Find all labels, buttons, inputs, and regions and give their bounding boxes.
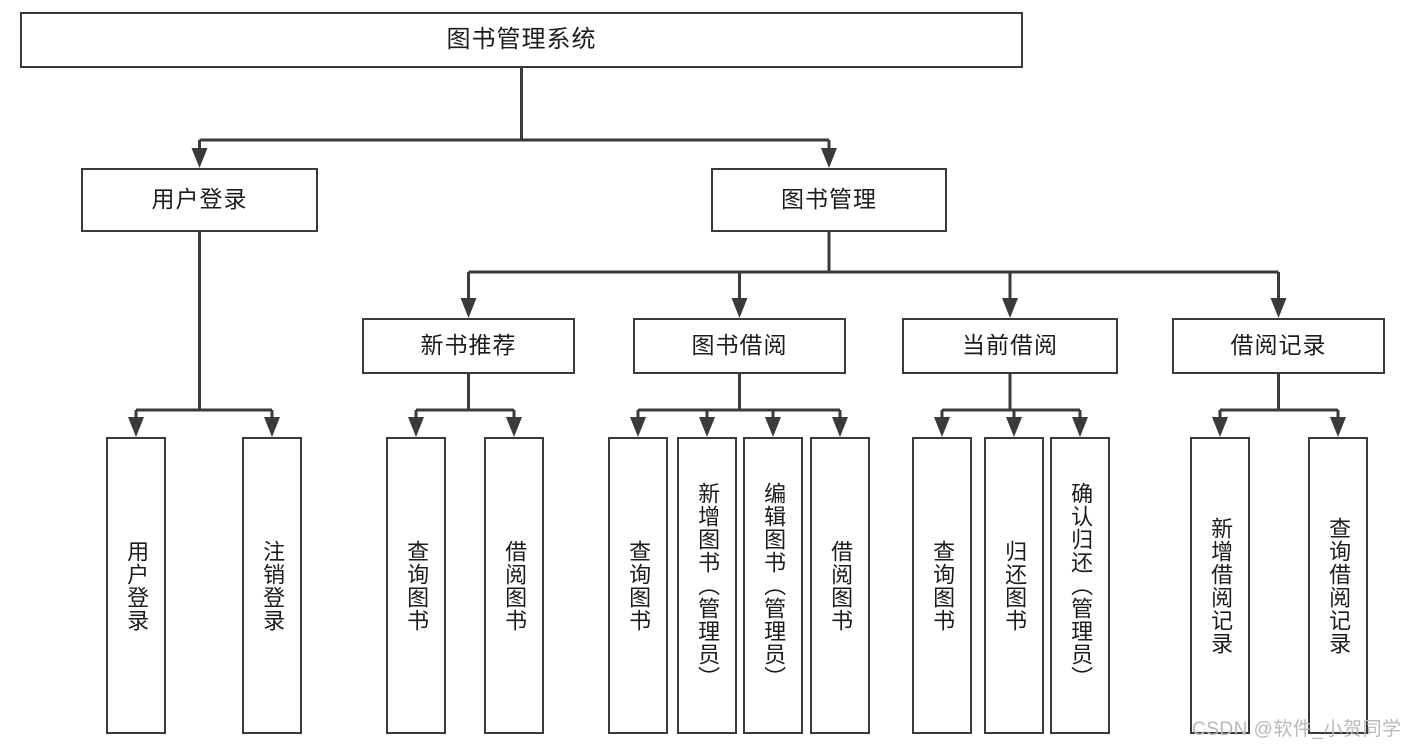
- node-label: 图书管理系统: [446, 25, 597, 53]
- leaf-node-12[interactable]: 新增借阅记录: [1190, 437, 1250, 734]
- leaf-node-5[interactable]: 查询图书: [608, 437, 668, 734]
- root-node-book-management-system[interactable]: 图书管理系统: [20, 12, 1023, 68]
- node-label: 查询图书: [930, 539, 956, 632]
- node-label: 当前借阅: [962, 332, 1058, 359]
- leaf-node-4[interactable]: 借阅图书: [484, 437, 544, 734]
- node-label: 图书管理: [781, 186, 877, 213]
- watermark-label: CSDN @软件_小贺同学: [1192, 719, 1402, 740]
- node-label: 用户登录: [151, 186, 248, 213]
- leaf-node-7[interactable]: 编辑图书（管理员）: [743, 437, 803, 734]
- node-label: 查询借阅记录: [1326, 516, 1352, 655]
- node-label: 确认归还（管理员）: [1068, 482, 1094, 689]
- leaf-node-3[interactable]: 查询图书: [386, 437, 446, 734]
- node-label: 查询图书: [626, 539, 652, 632]
- node-label: 新增图书（管理员）: [695, 482, 721, 689]
- node-label: 借阅图书: [502, 539, 528, 632]
- leaf-node-13[interactable]: 查询借阅记录: [1308, 437, 1368, 734]
- node-label: 归还图书: [1002, 539, 1028, 632]
- leaf-node-2[interactable]: 注销登录: [242, 437, 302, 734]
- leaf-node-8[interactable]: 借阅图书: [810, 437, 870, 734]
- leaf-node-10[interactable]: 归还图书: [984, 437, 1044, 734]
- node-label: 编辑图书（管理员）: [761, 482, 787, 689]
- node-label: 用户登录: [124, 539, 150, 632]
- level2-node-1[interactable]: 新书推荐: [362, 318, 575, 374]
- leaf-node-6[interactable]: 新增图书（管理员）: [677, 437, 737, 734]
- leaf-node-11[interactable]: 确认归还（管理员）: [1050, 437, 1110, 734]
- node-label: 注销登录: [260, 539, 286, 632]
- node-label: 新书推荐: [420, 332, 517, 359]
- node-label: 图书借阅: [691, 332, 788, 359]
- level1-node-2[interactable]: 图书管理: [711, 168, 947, 232]
- leaf-node-9[interactable]: 查询图书: [912, 437, 972, 734]
- node-label: 借阅记录: [1230, 332, 1327, 359]
- leaf-node-1[interactable]: 用户登录: [106, 437, 166, 734]
- level2-node-4[interactable]: 借阅记录: [1172, 318, 1385, 374]
- level1-node-1[interactable]: 用户登录: [81, 168, 318, 232]
- level2-node-3[interactable]: 当前借阅: [902, 318, 1118, 374]
- node-label: 查询图书: [404, 539, 430, 632]
- node-label: 借阅图书: [828, 539, 854, 632]
- node-label: 新增借阅记录: [1208, 516, 1234, 655]
- level2-node-2[interactable]: 图书借阅: [633, 318, 846, 374]
